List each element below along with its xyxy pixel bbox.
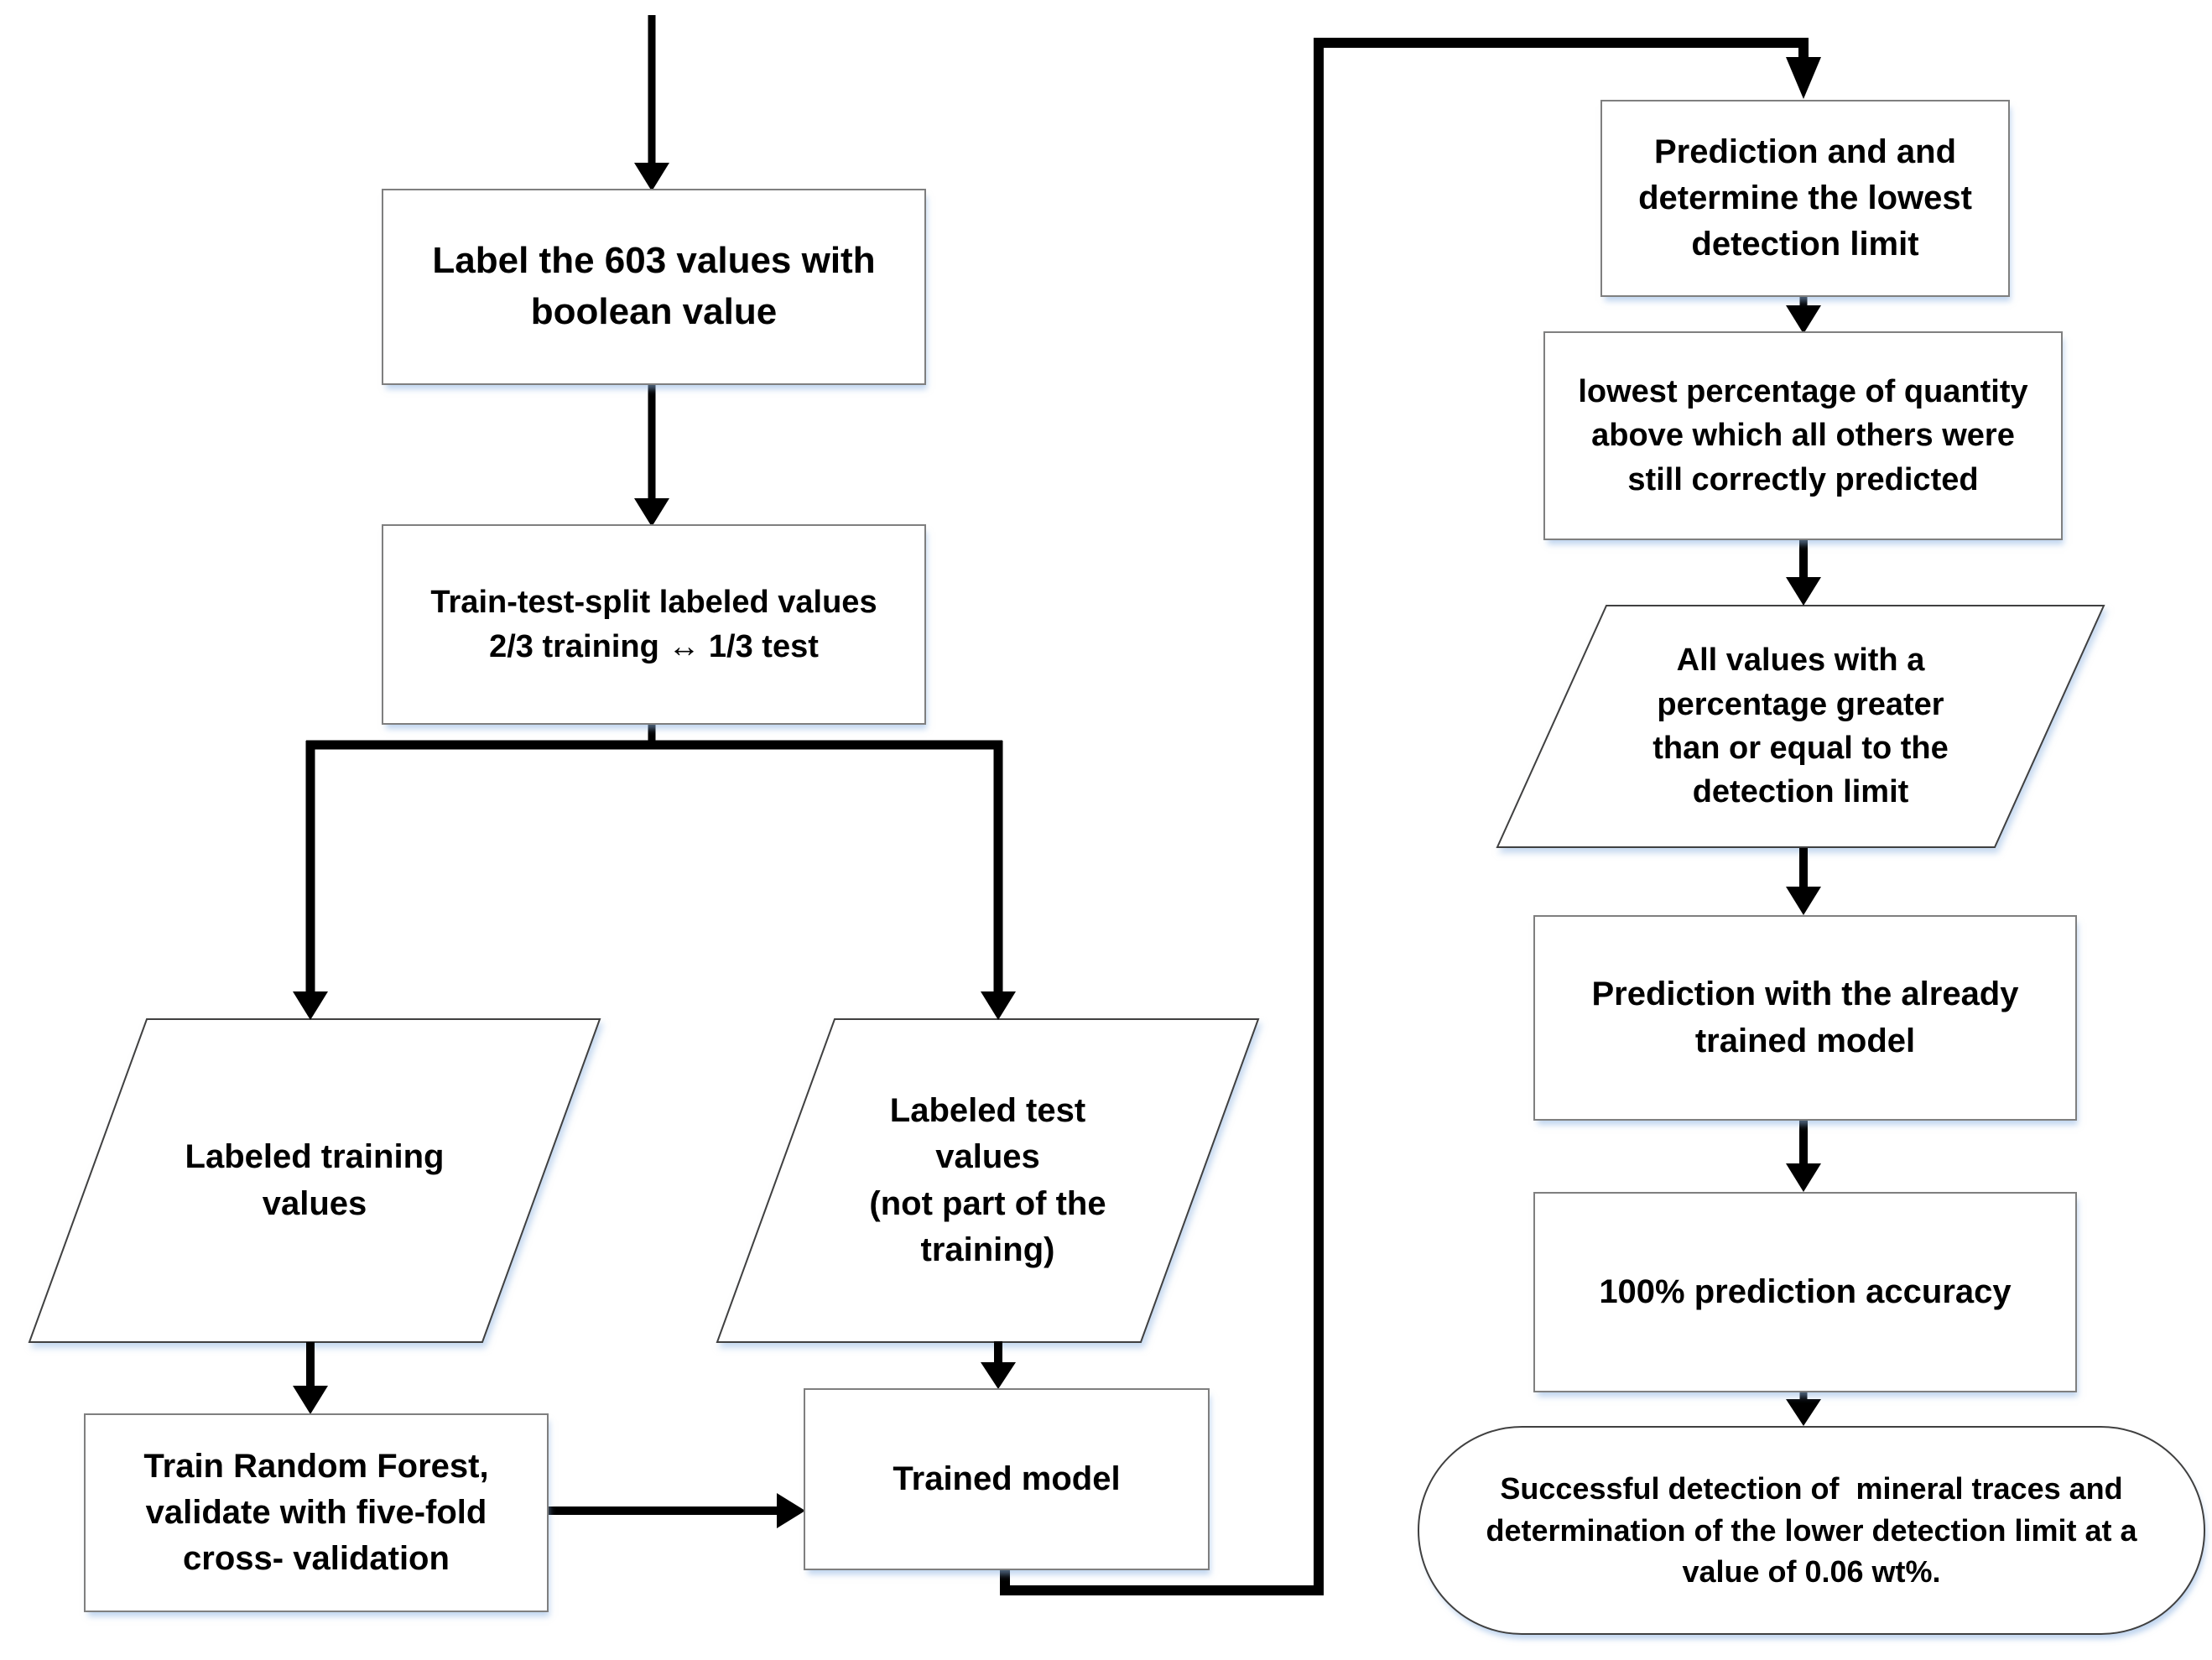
arrow-start-to-label-values — [634, 15, 669, 191]
node-labeled-test-values-text: Labeled test values (not part of the tra… — [869, 1092, 1106, 1268]
arrow-split-branches — [293, 721, 1016, 1020]
node-trained-model: Trained model — [804, 1388, 1210, 1570]
arrow-all-values-to-prediction-model — [1786, 848, 1821, 915]
arrow-label-values-to-train-test-split — [634, 383, 669, 527]
node-successful-detection: Successful detection of mineral traces a… — [1418, 1426, 2205, 1635]
node-labeled-test-values-shape — [716, 1018, 1260, 1343]
arrow-random-forest-to-trained-model — [547, 1493, 805, 1528]
node-prediction-determine-limit-text: Prediction and and determine the lowest … — [1638, 133, 1972, 263]
node-prediction-accuracy-text: 100% prediction accuracy — [1599, 1272, 2012, 1310]
node-all-values-above-limit: All values with a percentage greater tha… — [1497, 606, 2104, 847]
node-labeled-test-values: Labeled test values (not part of the tra… — [717, 1019, 1258, 1342]
node-train-random-forest-text: Train Random Forest, validate with five-… — [143, 1447, 489, 1578]
node-label-values: Label the 603 values with boolean value — [382, 189, 926, 385]
node-labeled-training-values-shape — [28, 1018, 601, 1343]
node-labeled-training-values: Labeled training values — [29, 1019, 600, 1342]
node-prediction-with-trained-model: Prediction with the already trained mode… — [1533, 915, 2077, 1121]
node-trained-model-text: Trained model — [893, 1460, 1121, 1497]
node-prediction-determine-limit: Prediction and and determine the lowest … — [1600, 100, 2010, 297]
arrow-lowest-percentage-to-all-values — [1786, 539, 1821, 606]
arrow-trained-model-to-prediction — [1000, 38, 1821, 1595]
node-successful-detection-text: Successful detection of mineral traces a… — [1486, 1470, 2137, 1590]
node-lowest-percentage: lowest percentage of quantity above whic… — [1543, 331, 2063, 540]
arrow-test-values-to-trained-model — [981, 1341, 1016, 1389]
node-prediction-with-trained-model-text: Prediction with the already trained mode… — [1591, 976, 2019, 1059]
node-train-test-split: Train-test-split labeled values 2/3 trai… — [382, 524, 926, 725]
arrow-prediction-to-lowest-percentage — [1786, 294, 1821, 334]
node-train-random-forest: Train Random Forest, validate with five-… — [84, 1413, 549, 1612]
node-all-values-above-limit-text: All values with a percentage greater tha… — [1652, 643, 1949, 810]
arrow-accuracy-to-successful-detection — [1786, 1389, 1821, 1426]
node-prediction-accuracy: 100% prediction accuracy — [1533, 1192, 2077, 1392]
node-all-values-above-limit-shape — [1496, 605, 2105, 848]
node-label-values-text: Label the 603 values with boolean value — [432, 240, 876, 332]
node-labeled-training-values-text: Labeled training values — [185, 1138, 445, 1222]
node-lowest-percentage-text: lowest percentage of quantity above whic… — [1578, 373, 2028, 497]
node-train-test-split-text: Train-test-split labeled values 2/3 trai… — [430, 585, 877, 664]
arrow-training-values-to-random-forest — [293, 1342, 328, 1414]
arrow-prediction-model-to-accuracy — [1786, 1117, 1821, 1192]
